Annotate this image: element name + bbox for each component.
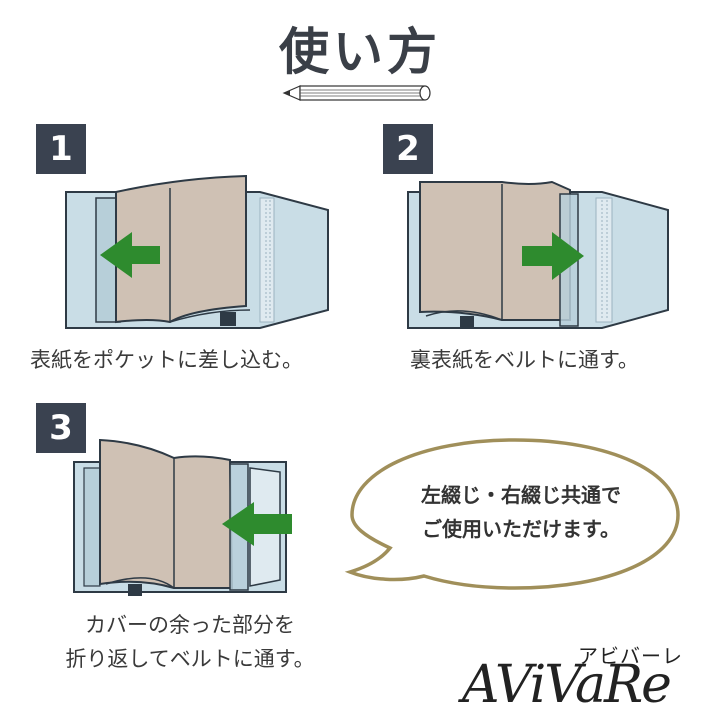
step-1-badge: 1: [36, 124, 86, 174]
logo-wordmark: AViVaRe: [462, 655, 672, 715]
right-arrow-icon: [522, 232, 584, 280]
step-3-illustration: [73, 438, 292, 596]
step-2-badge: 2: [383, 124, 433, 174]
step-2-caption: 裏表紙をベルトに通す。: [410, 348, 639, 372]
speech-bubble: [344, 438, 680, 590]
step-3-caption-line1: カバーの余った部分を: [85, 613, 295, 637]
step-2-illustration: [407, 180, 669, 329]
bubble-text: 左綴じ・右綴じ共通で ご使用いただけます。: [390, 478, 652, 546]
page-title: 使い方: [279, 22, 441, 81]
bubble-line-1: 左綴じ・右綴じ共通で: [421, 483, 621, 507]
step-1-illustration: [65, 174, 329, 329]
step-3-badge: 3: [36, 403, 86, 453]
step-3-caption: カバーの余った部分を 折り返してベルトに通す。: [30, 608, 350, 676]
logo-kana: アビバーレ: [578, 644, 683, 668]
pencil-icon: [282, 85, 431, 101]
bubble-line-2: ご使用いただけます。: [422, 517, 620, 541]
step-1-caption: 表紙をポケットに差し込む。: [30, 348, 303, 372]
step-3-caption-line2: 折り返してベルトに通す。: [65, 647, 315, 671]
left-arrow-icon: [222, 502, 292, 546]
left-arrow-icon: [100, 232, 160, 278]
